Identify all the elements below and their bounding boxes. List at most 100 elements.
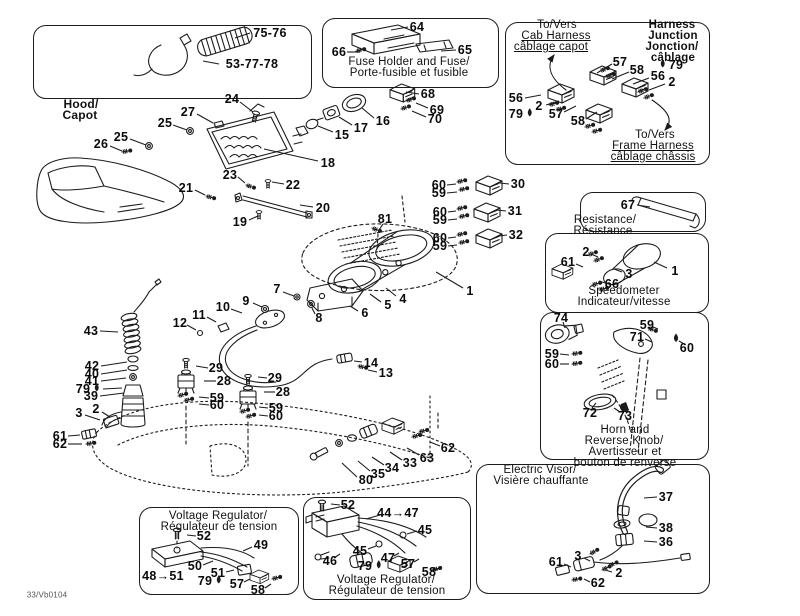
leader-line bbox=[282, 291, 295, 297]
part-label-33: 33 bbox=[403, 457, 418, 470]
part-number: 38 bbox=[658, 520, 674, 535]
caption-text: Résistance bbox=[573, 225, 633, 237]
part-number: 56 bbox=[508, 90, 524, 105]
part-label-81: 81 bbox=[378, 213, 393, 226]
leader-line bbox=[338, 116, 353, 126]
leader-line bbox=[378, 223, 384, 231]
part-label-60: 60 bbox=[433, 206, 448, 219]
part-number: 59 bbox=[431, 185, 447, 200]
part-label-29: 29 bbox=[268, 372, 283, 385]
part-number: 58 bbox=[250, 582, 266, 597]
caption-text: Voltage Regulator/ bbox=[336, 574, 436, 586]
part-label-8: 8 bbox=[315, 312, 322, 325]
part-number: 25 bbox=[113, 129, 129, 144]
fluid-drop-icon bbox=[660, 59, 665, 68]
part-number: 2 bbox=[668, 74, 676, 89]
part-label-60: 60 bbox=[432, 179, 447, 192]
part-number: 29 bbox=[267, 370, 283, 385]
leader-line bbox=[413, 558, 420, 563]
part-number: 60 bbox=[432, 230, 448, 245]
part-number: 52 bbox=[340, 497, 356, 512]
part-number: 60 bbox=[431, 177, 447, 192]
part-number: 68 bbox=[420, 86, 436, 101]
part-number: 56 bbox=[650, 68, 666, 83]
part-label-59: 59 bbox=[269, 402, 284, 415]
part-label-59: 59 bbox=[432, 187, 447, 200]
part-label-48-51: 48→51 bbox=[142, 570, 184, 583]
part-number: 61 bbox=[548, 554, 564, 569]
part-label-40: 40 bbox=[85, 368, 100, 381]
leader-line bbox=[271, 181, 285, 185]
leader-line bbox=[225, 569, 235, 573]
part-label-60: 60 bbox=[433, 232, 448, 245]
part-number: 58 bbox=[629, 62, 645, 77]
part-number: 62 bbox=[52, 436, 68, 451]
part-label-61: 61 bbox=[549, 556, 564, 569]
part-label-70: 70 bbox=[428, 113, 443, 126]
part-number: 58 bbox=[570, 113, 586, 128]
leader-line bbox=[67, 434, 81, 437]
leader-line bbox=[299, 204, 314, 208]
leader-line bbox=[604, 569, 613, 573]
part-number: 62 bbox=[440, 440, 456, 455]
leader-line bbox=[263, 148, 319, 162]
leader-line bbox=[365, 514, 381, 520]
part-number: 13 bbox=[378, 365, 394, 380]
leader-line bbox=[99, 392, 125, 397]
part-number: 30 bbox=[510, 176, 526, 191]
leader-line bbox=[415, 102, 429, 109]
part-number: 58 bbox=[421, 564, 437, 579]
part-number: 2 bbox=[615, 565, 623, 580]
voltage-regulator-mid-box bbox=[303, 497, 471, 600]
leader-line bbox=[499, 182, 510, 185]
part-label-57: 57 bbox=[613, 56, 628, 69]
part-number: 67 bbox=[620, 197, 636, 212]
part-label-31: 31 bbox=[508, 205, 523, 218]
part-label-57: 57 bbox=[549, 108, 564, 121]
leader-line bbox=[239, 101, 254, 113]
ignition-switch bbox=[309, 411, 439, 461]
leader-line bbox=[100, 361, 128, 367]
leader-line bbox=[583, 578, 591, 583]
resistance-box bbox=[580, 192, 706, 232]
part-label-23: 23 bbox=[223, 169, 238, 182]
leader-line bbox=[195, 365, 209, 369]
harness-junction-parts bbox=[547, 54, 673, 135]
part-label-74: 74 bbox=[554, 312, 569, 325]
leader-line bbox=[632, 77, 650, 85]
caption-text: Jonction/ bbox=[645, 41, 699, 53]
part-label-68: 68 bbox=[421, 88, 436, 101]
leader-line bbox=[545, 100, 560, 106]
part-label-63: 63 bbox=[420, 452, 435, 465]
part-number: 57 bbox=[548, 106, 564, 121]
part-label-9: 9 bbox=[242, 295, 249, 308]
leader-line bbox=[242, 546, 253, 552]
leader-line bbox=[385, 287, 397, 297]
electric-visor-box bbox=[476, 464, 710, 594]
part-label-62: 62 bbox=[591, 577, 606, 590]
part-number: 59 bbox=[544, 346, 560, 361]
part-label-60: 60 bbox=[545, 358, 560, 371]
caption-text: Electric Visor/ bbox=[503, 464, 577, 476]
visor-parts bbox=[555, 459, 691, 583]
part-number: 27 bbox=[180, 104, 196, 119]
part-label-13: 13 bbox=[379, 367, 394, 380]
part-number: 15 bbox=[334, 127, 350, 142]
leader-line bbox=[636, 204, 651, 208]
part-label-35: 35 bbox=[371, 468, 386, 481]
leader-line bbox=[102, 387, 123, 390]
leader-line bbox=[367, 545, 377, 550]
part-number: 60 bbox=[679, 340, 695, 355]
part-label-62: 62 bbox=[53, 438, 68, 451]
part-label-4: 4 bbox=[399, 293, 406, 306]
part-number: 1 bbox=[671, 263, 679, 278]
leader-line bbox=[369, 293, 382, 303]
caption-text: câblage capot bbox=[513, 41, 589, 53]
leader-line bbox=[496, 209, 507, 212]
part-label-34: 34 bbox=[385, 462, 400, 475]
caption-text: Resistance/ bbox=[573, 214, 637, 226]
part-label-22: 22 bbox=[286, 179, 301, 192]
leader-line bbox=[258, 414, 269, 417]
leader-line bbox=[353, 360, 363, 363]
part-number: 61 bbox=[52, 428, 68, 443]
